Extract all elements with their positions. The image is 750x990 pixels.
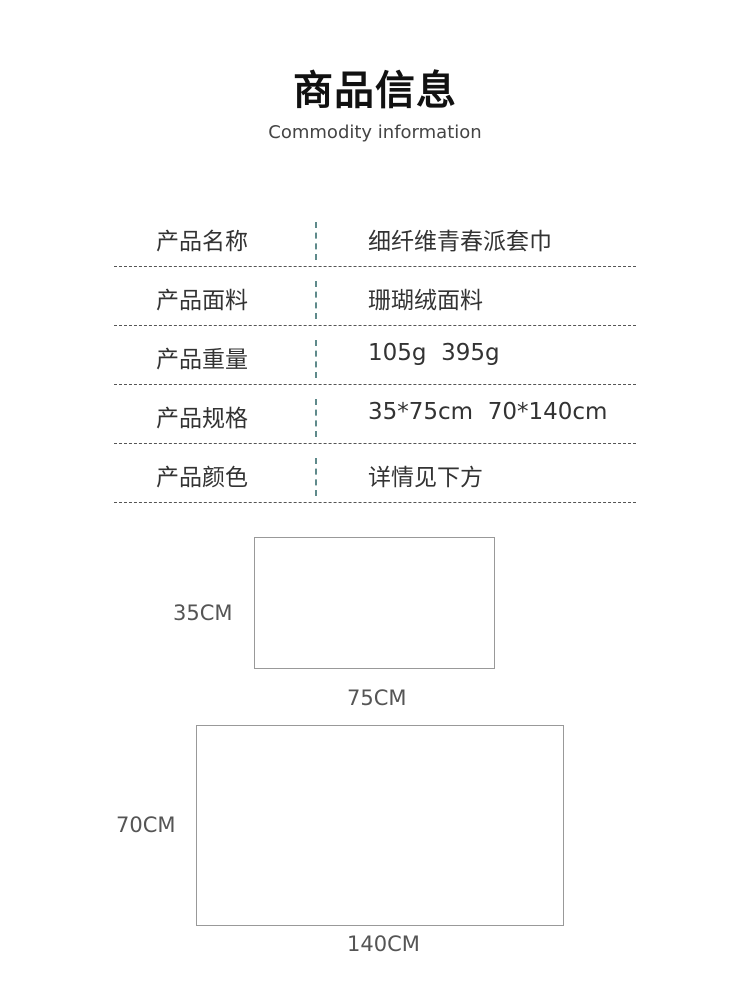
- spec-divider: [315, 458, 317, 496]
- spec-row-size: 产品规格 35*75cm 70*140cm: [114, 385, 636, 444]
- spec-row-name: 产品名称 细纤维青春派套巾: [114, 208, 636, 267]
- small-towel-height-label: 35CM: [173, 601, 233, 625]
- spec-divider: [315, 281, 317, 319]
- large-towel-outline: [196, 725, 564, 926]
- spec-value: 珊瑚绒面料: [368, 288, 483, 314]
- page-subtitle: Commodity information: [268, 122, 482, 143]
- spec-divider: [315, 222, 317, 260]
- spec-value: 细纤维青春派套巾: [368, 229, 552, 255]
- page-title: 商品信息: [293, 68, 457, 114]
- spec-row-color: 产品颜色 详情见下方: [114, 444, 636, 503]
- spec-value: 35*75cm 70*140cm: [368, 399, 608, 425]
- spec-label: 产品重量: [156, 347, 248, 373]
- spec-value: 详情见下方: [368, 465, 483, 491]
- spec-label: 产品规格: [156, 406, 248, 432]
- spec-divider: [315, 399, 317, 437]
- spec-table: 产品名称 细纤维青春派套巾 产品面料 珊瑚绒面料 产品重量 105g 395g …: [114, 208, 636, 503]
- small-towel-outline: [254, 537, 495, 669]
- spec-value: 105g 395g: [368, 340, 500, 366]
- spec-divider: [315, 340, 317, 378]
- large-towel-height-label: 70CM: [116, 813, 176, 837]
- spec-label: 产品面料: [156, 288, 248, 314]
- spec-row-material: 产品面料 珊瑚绒面料: [114, 267, 636, 326]
- spec-row-weight: 产品重量 105g 395g: [114, 326, 636, 385]
- large-towel-width-label: 140CM: [347, 932, 420, 956]
- spec-label: 产品颜色: [156, 465, 248, 491]
- spec-label: 产品名称: [156, 229, 248, 255]
- small-towel-width-label: 75CM: [347, 686, 407, 710]
